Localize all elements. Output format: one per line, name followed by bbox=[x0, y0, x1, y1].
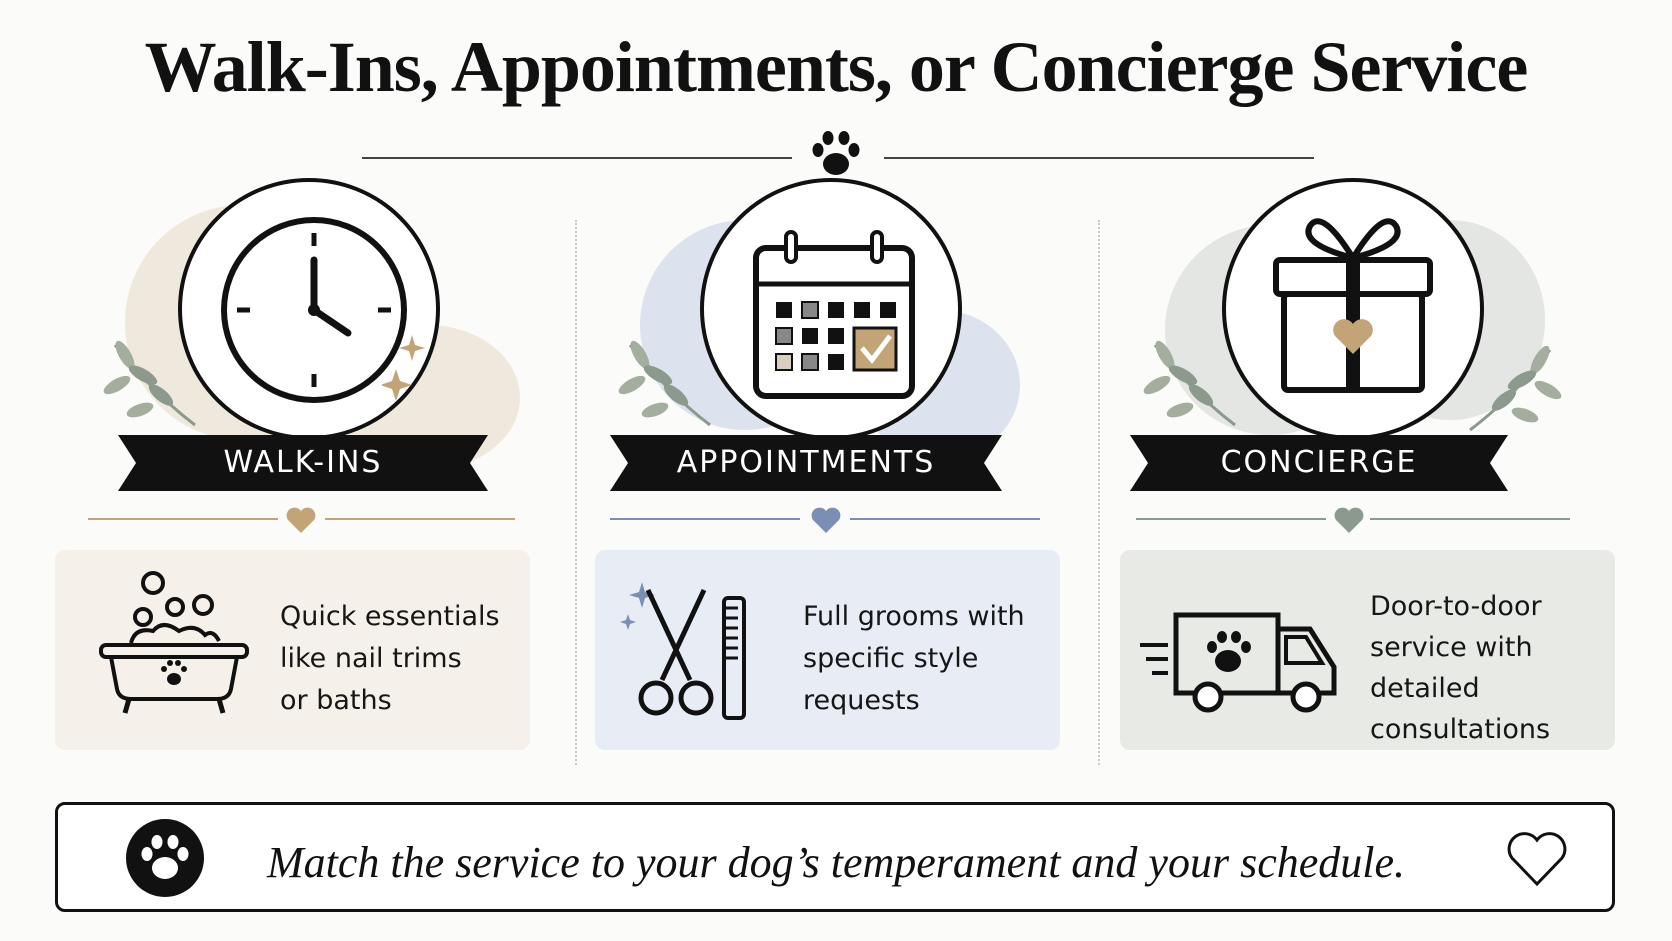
divider-line bbox=[610, 518, 800, 520]
sparkle-icon bbox=[382, 335, 425, 401]
heart-icon bbox=[811, 507, 841, 533]
divider-line-right bbox=[884, 157, 1314, 159]
divider-line bbox=[1370, 518, 1570, 520]
service-card bbox=[1120, 550, 1615, 750]
leaf-sprig-icon bbox=[1469, 345, 1562, 432]
ribbon-label: APPOINTMENTS bbox=[676, 445, 936, 480]
column-separator bbox=[575, 220, 577, 765]
ribbon-label: CONCIERGE bbox=[1220, 445, 1418, 480]
label-ribbon: CONCIERGE bbox=[1130, 435, 1508, 491]
footer-banner bbox=[55, 802, 1615, 912]
page-title: Walk-Ins, Appointments, or Concierge Ser… bbox=[144, 27, 1529, 107]
service-description: Quick essentials like nail trims or bath… bbox=[280, 601, 500, 716]
divider-line bbox=[325, 518, 515, 520]
divider-line bbox=[1136, 518, 1326, 520]
paw-icon bbox=[126, 819, 204, 897]
gift-icon bbox=[1273, 218, 1433, 393]
calendar-icon bbox=[753, 230, 915, 399]
label-ribbon: WALK-INS bbox=[118, 435, 488, 491]
divider-line bbox=[88, 518, 278, 520]
divider-line-left bbox=[362, 157, 792, 159]
clock-icon bbox=[221, 217, 407, 403]
footer-message: Match the service to your dog’s temperam… bbox=[266, 838, 1406, 887]
service-description: Full grooms with specific style requests bbox=[803, 601, 1025, 716]
heart-icon bbox=[1334, 507, 1364, 533]
heart-icon bbox=[286, 507, 316, 533]
scissors-comb-icon bbox=[620, 582, 746, 720]
label-ribbon: APPOINTMENTS bbox=[610, 435, 1002, 491]
service-card bbox=[55, 550, 530, 750]
leaf-sprig-icon bbox=[103, 340, 196, 427]
service-description: Door-to-door service with detailed consu… bbox=[1370, 591, 1551, 745]
leaf-sprig-icon bbox=[618, 340, 711, 427]
ribbon-label: WALK-INS bbox=[223, 445, 383, 480]
divider-line bbox=[850, 518, 1040, 520]
van-icon bbox=[1140, 612, 1337, 713]
leaf-sprig-icon bbox=[1143, 340, 1236, 427]
bathtub-icon bbox=[99, 571, 249, 714]
column-separator bbox=[1098, 220, 1100, 765]
heart-outline-icon bbox=[1507, 832, 1567, 887]
service-card bbox=[595, 550, 1060, 750]
paw-icon bbox=[812, 131, 860, 175]
